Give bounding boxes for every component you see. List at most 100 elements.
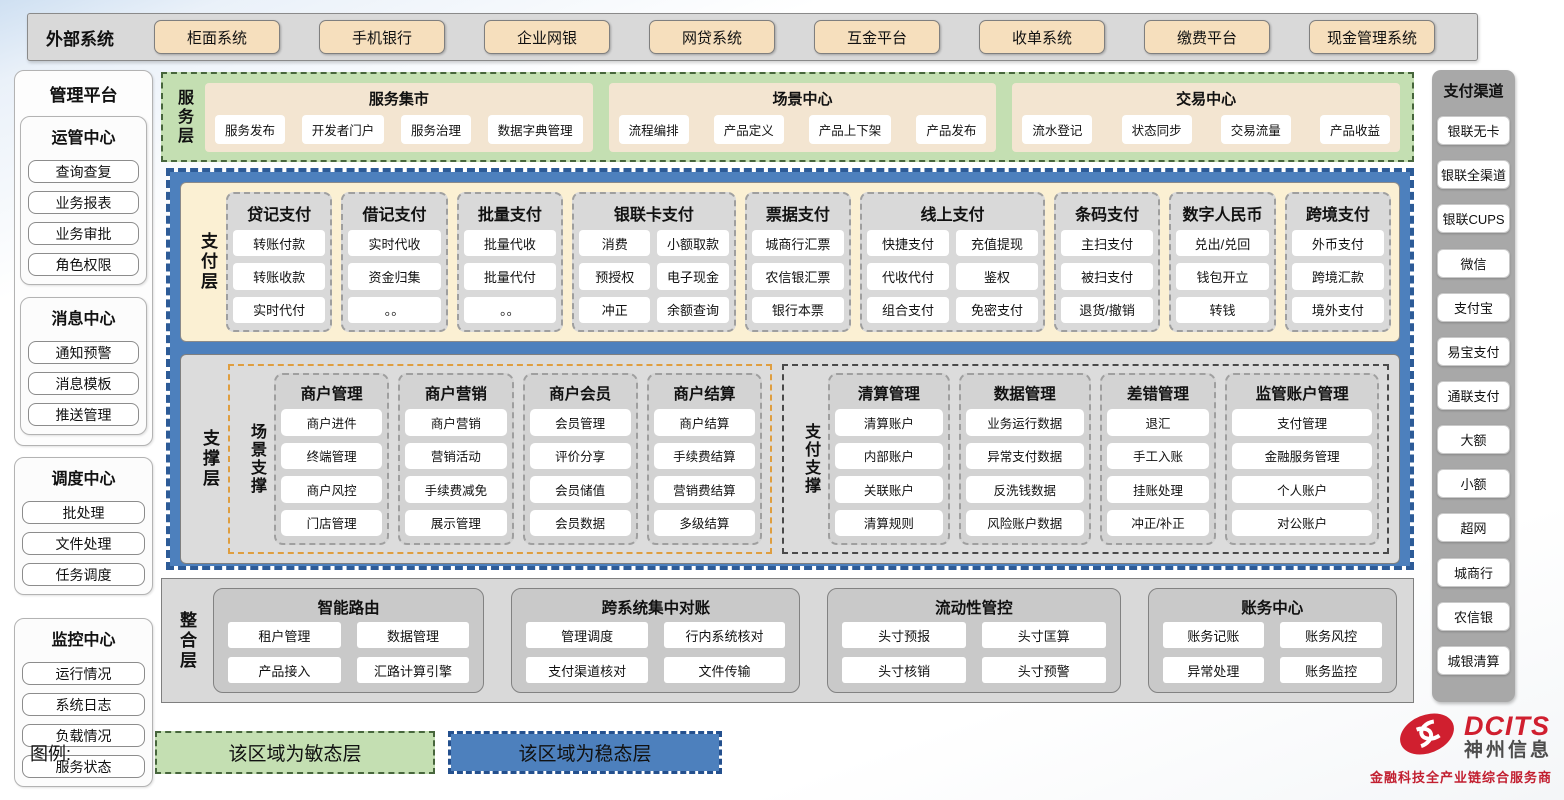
management-function-button[interactable]: 业务审批 xyxy=(28,222,139,245)
integration-function-button[interactable]: 头寸预警 xyxy=(981,657,1106,683)
payment-function-button[interactable]: 转账付款 xyxy=(233,230,326,257)
integration-function-button[interactable]: 产品接入 xyxy=(228,657,341,683)
payment-channel-button[interactable]: 银联无卡 xyxy=(1437,116,1510,146)
integration-function-button[interactable]: 头寸预报 xyxy=(842,622,966,648)
support-function-button[interactable]: 会员管理 xyxy=(529,409,631,436)
payment-channel-button[interactable]: 通联支付 xyxy=(1437,380,1510,410)
service-function-button[interactable]: 产品定义 xyxy=(713,114,784,144)
payment-function-button[interactable]: 兑出/兑回 xyxy=(1176,230,1269,257)
payment-function-button[interactable]: 主扫支付 xyxy=(1060,230,1154,257)
integration-function-button[interactable]: 账务风控 xyxy=(1280,622,1382,648)
support-function-button[interactable]: 会员储值 xyxy=(529,476,631,503)
service-function-button[interactable]: 产品收益 xyxy=(1320,114,1391,144)
payment-channel-button[interactable]: 超网 xyxy=(1437,513,1510,543)
payment-function-button[interactable]: 电子现金 xyxy=(657,263,729,290)
payment-channel-button[interactable]: 银联全渠道 xyxy=(1437,160,1510,190)
service-function-button[interactable]: 服务发布 xyxy=(215,114,286,144)
support-function-button[interactable]: 商户结算 xyxy=(653,409,756,436)
support-function-button[interactable]: 支付管理 xyxy=(1232,409,1372,436)
integration-function-button[interactable]: 账务监控 xyxy=(1280,657,1382,683)
support-function-button[interactable]: 金融服务管理 xyxy=(1232,442,1372,469)
service-function-button[interactable]: 状态同步 xyxy=(1121,114,1192,144)
service-function-button[interactable]: 服务治理 xyxy=(400,114,471,144)
support-function-button[interactable]: 手续费结算 xyxy=(653,442,756,469)
payment-function-button[interactable]: 代收代付 xyxy=(867,263,949,290)
integration-function-button[interactable]: 异常处理 xyxy=(1162,657,1265,683)
support-function-button[interactable]: 反洗钱数据 xyxy=(965,476,1084,503)
support-function-button[interactable]: 个人账户 xyxy=(1232,476,1372,503)
external-system-button[interactable]: 企业网银 xyxy=(484,20,610,54)
service-function-button[interactable]: 数据字典管理 xyxy=(487,114,583,144)
support-function-button[interactable]: 手工入账 xyxy=(1106,442,1210,469)
service-function-button[interactable]: 产品发布 xyxy=(916,114,987,144)
support-function-button[interactable]: 异常支付数据 xyxy=(965,442,1084,469)
support-function-button[interactable]: 会员数据 xyxy=(529,509,631,536)
management-function-button[interactable]: 负载情况 xyxy=(22,724,145,747)
support-function-button[interactable]: 冲正/补正 xyxy=(1106,509,1210,536)
support-function-button[interactable]: 门店管理 xyxy=(281,509,383,536)
support-function-button[interactable]: 清算规则 xyxy=(835,509,943,536)
integration-function-button[interactable]: 支付渠道核对 xyxy=(526,657,648,683)
management-function-button[interactable]: 查询查复 xyxy=(28,160,139,183)
payment-function-button[interactable]: 跨境汇款 xyxy=(1291,263,1384,290)
service-function-button[interactable]: 流水登记 xyxy=(1022,114,1093,144)
payment-function-button[interactable]: 小额取款 xyxy=(657,230,729,257)
payment-channel-button[interactable]: 农信银 xyxy=(1437,601,1510,631)
management-function-button[interactable]: 消息模板 xyxy=(28,372,139,395)
integration-function-button[interactable]: 数据管理 xyxy=(356,622,470,648)
payment-channel-button[interactable]: 小额 xyxy=(1437,469,1510,499)
management-function-button[interactable]: 任务调度 xyxy=(22,563,145,586)
support-function-button[interactable]: 业务运行数据 xyxy=(965,409,1084,436)
external-system-button[interactable]: 缴费平台 xyxy=(1144,20,1270,54)
payment-function-button[interactable]: 预授权 xyxy=(579,263,651,290)
support-function-button[interactable]: 终端管理 xyxy=(281,442,383,469)
integration-function-button[interactable]: 管理调度 xyxy=(526,622,648,648)
management-function-button[interactable]: 推送管理 xyxy=(28,403,139,426)
payment-function-button[interactable]: 免密支付 xyxy=(955,296,1038,323)
payment-channel-button[interactable]: 支付宝 xyxy=(1437,292,1510,322)
payment-function-button[interactable]: 外币支付 xyxy=(1291,230,1384,257)
support-function-button[interactable]: 营销活动 xyxy=(405,442,507,469)
integration-function-button[interactable]: 头寸匡算 xyxy=(981,622,1106,648)
payment-function-button[interactable]: 冲正 xyxy=(579,296,651,323)
payment-function-button[interactable]: 银行本票 xyxy=(751,296,845,323)
payment-channel-button[interactable]: 城商行 xyxy=(1437,557,1510,587)
support-function-button[interactable]: 商户风控 xyxy=(281,476,383,503)
integration-function-button[interactable]: 行内系统核对 xyxy=(663,622,786,648)
payment-function-button[interactable]: 城商行汇票 xyxy=(751,230,845,257)
payment-function-button[interactable]: 鉴权 xyxy=(955,263,1038,290)
support-function-button[interactable]: 商户进件 xyxy=(281,409,383,436)
external-system-button[interactable]: 网贷系统 xyxy=(649,20,775,54)
payment-function-button[interactable]: 转钱 xyxy=(1176,296,1269,323)
payment-function-button[interactable]: 批量代付 xyxy=(463,263,557,290)
payment-function-button[interactable]: 充值提现 xyxy=(955,230,1038,257)
payment-function-button[interactable]: 组合支付 xyxy=(867,296,949,323)
payment-function-button[interactable]: 境外支付 xyxy=(1291,296,1384,323)
support-function-button[interactable]: 展示管理 xyxy=(405,509,507,536)
service-function-button[interactable]: 交易流量 xyxy=(1220,114,1291,144)
payment-function-button[interactable]: 。。 xyxy=(463,296,557,323)
payment-function-button[interactable]: 批量代收 xyxy=(463,230,557,257)
payment-channel-button[interactable]: 微信 xyxy=(1437,248,1510,278)
integration-function-button[interactable]: 租户管理 xyxy=(228,622,341,648)
support-function-button[interactable]: 关联账户 xyxy=(835,476,943,503)
payment-function-button[interactable]: 实时代收 xyxy=(348,230,441,257)
payment-channel-button[interactable]: 城银清算 xyxy=(1437,645,1510,675)
payment-function-button[interactable]: 钱包开立 xyxy=(1176,263,1269,290)
payment-function-button[interactable]: 被扫支付 xyxy=(1060,263,1154,290)
management-function-button[interactable]: 角色权限 xyxy=(28,253,139,276)
service-function-button[interactable]: 流程编排 xyxy=(618,114,689,144)
payment-function-button[interactable]: 余额查询 xyxy=(657,296,729,323)
service-function-button[interactable]: 开发者门户 xyxy=(301,114,385,144)
management-function-button[interactable]: 文件处理 xyxy=(22,532,145,555)
integration-function-button[interactable]: 头寸核销 xyxy=(842,657,966,683)
management-function-button[interactable]: 业务报表 xyxy=(28,191,139,214)
payment-function-button[interactable]: 快捷支付 xyxy=(867,230,949,257)
service-function-button[interactable]: 产品上下架 xyxy=(808,114,892,144)
payment-function-button[interactable]: 。。 xyxy=(348,296,441,323)
external-system-button[interactable]: 收单系统 xyxy=(979,20,1105,54)
support-function-button[interactable]: 商户营销 xyxy=(405,409,507,436)
support-function-button[interactable]: 内部账户 xyxy=(835,442,943,469)
support-function-button[interactable]: 多级结算 xyxy=(653,509,756,536)
integration-function-button[interactable]: 账务记账 xyxy=(1162,622,1265,648)
